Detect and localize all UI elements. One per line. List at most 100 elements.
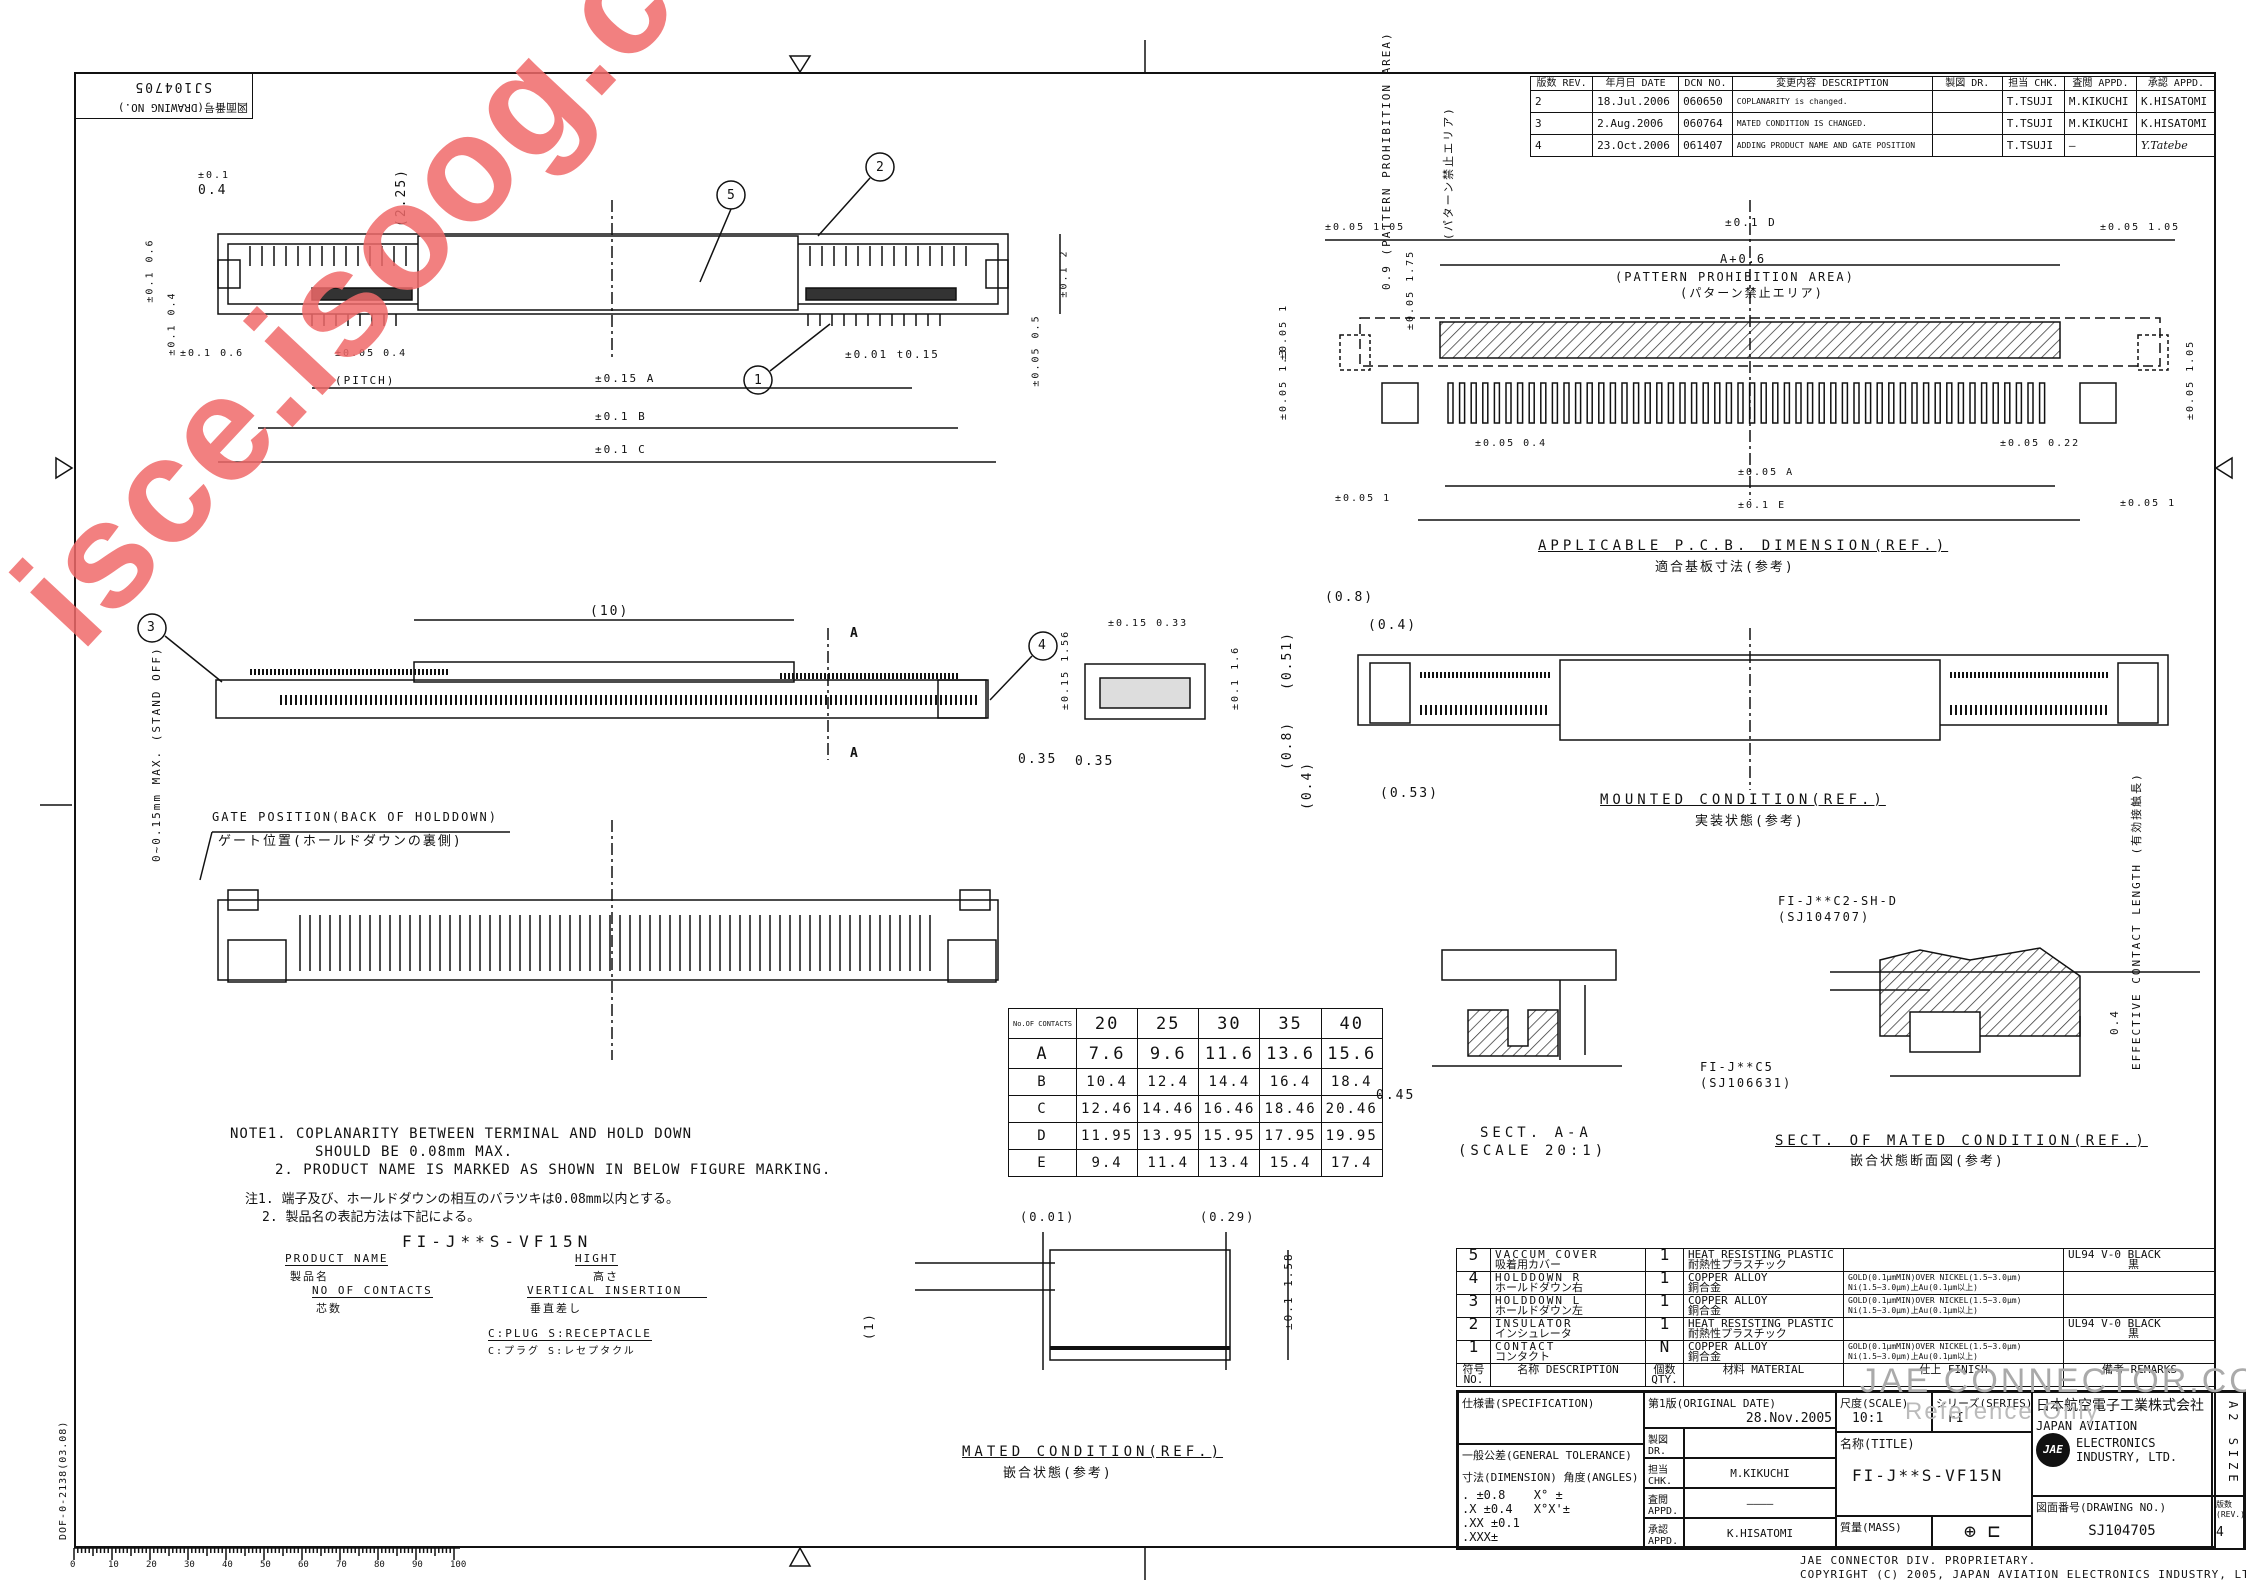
- dim-value: 13.4: [1198, 1149, 1261, 1177]
- size-cell: A2 SIZE: [2212, 1392, 2244, 1496]
- part-remarks-en: UL94 V-0 BLACK: [2068, 1317, 2161, 1330]
- dim: ±0.15 0.33: [1108, 618, 1189, 629]
- pcb-pad: [1853, 382, 1860, 424]
- chk: T.TSUJI: [2001, 134, 2065, 157]
- company-name-line3: INDUSTRY, LTD.: [2076, 1450, 2178, 1464]
- projection-symbol-icon: ⊕ ⊏: [1932, 1516, 2032, 1550]
- pcb-pad: [1737, 382, 1744, 424]
- dim: 0.45: [1376, 1088, 1416, 1103]
- reference-only-watermark: Reference Only: [1905, 1398, 2100, 1425]
- col-header: 20: [1076, 1008, 1139, 1039]
- ruler-label: 20: [146, 1560, 157, 1570]
- dcn-header: DCN NO.: [1678, 76, 1733, 91]
- company-name-line1: JAPAN AVIATION: [2036, 1419, 2138, 1433]
- dim-value: 11.6: [1198, 1038, 1261, 1069]
- col-header: 30: [1198, 1008, 1261, 1039]
- mated-caption-jp: 嵌合状態(参考): [1003, 1466, 1113, 1481]
- ruler-label: 40: [222, 1560, 233, 1570]
- dim: ±0.05 1: [2120, 498, 2177, 509]
- part-remarks: [2063, 1294, 2216, 1318]
- part-qty: 1: [1645, 1270, 1684, 1295]
- dcn: 060764: [1678, 112, 1733, 135]
- rev-label: 版数 (REV.): [2216, 1500, 2245, 1519]
- dim-value: 12.46: [1076, 1095, 1139, 1123]
- part-remarks-jp: 黒: [2128, 1258, 2139, 1271]
- type-label: C:PLUG S:RECEPTACLE: [488, 1327, 652, 1341]
- gate-position-label-jp: ゲート位置(ホールドダウンの裏側): [218, 834, 463, 849]
- chk: T.TSUJI: [2001, 90, 2065, 113]
- description: MATED CONDITION IS CHANGED.: [1731, 112, 1933, 135]
- dr: [1931, 90, 2003, 113]
- mated-condition-view: [915, 1232, 1289, 1370]
- dimension-label: 寸法(DIMENSION): [1462, 1471, 1557, 1484]
- balloon-3: 3: [147, 620, 157, 635]
- dim: ±0.05 0.4: [1475, 438, 1548, 449]
- dr: [1931, 134, 2003, 157]
- note-1: NOTE1. COPLANARITY BETWEEN TERMINAL AND …: [230, 1126, 693, 1142]
- form-code: DOF-0-2138(03.08): [58, 1420, 69, 1540]
- section-aa-scale: (SCALE 20:1): [1458, 1143, 1608, 1159]
- dim-e: ±0.1 E: [1738, 500, 1787, 511]
- part-desc-jp: ホールドダウン右: [1495, 1281, 1583, 1294]
- pcb-pad: [1482, 382, 1489, 424]
- pcb-pad: [1609, 382, 1617, 424]
- pcb-pad: [1447, 382, 1454, 424]
- pcb-pad: [1946, 382, 1953, 424]
- insertion-label: VERTICAL INSERTION: [527, 1284, 707, 1298]
- scale-label: 尺度(SCALE): [1840, 1397, 1909, 1410]
- dim: ±0.05 0.5: [1030, 314, 1042, 387]
- center-mark-right: [2214, 456, 2233, 480]
- dim: ±0.1 0.6: [144, 238, 156, 303]
- part-desc-jp: 吸着用カバー: [1495, 1258, 1561, 1271]
- col-header: 40: [1320, 1008, 1383, 1039]
- copyright-note: COPYRIGHT (C) 2005, JAPAN AVIATION ELECT…: [1800, 1568, 2246, 1581]
- dim-value: 19.95: [1320, 1122, 1383, 1150]
- dim: ±0.05 1.05: [2100, 222, 2181, 233]
- ruler-label: 30: [184, 1560, 195, 1570]
- pcb-pad: [1690, 382, 1698, 424]
- dcn: 060650: [1678, 90, 1733, 113]
- pcb-pad: [1841, 382, 1849, 424]
- dim: ±0.1 0.4: [166, 291, 178, 356]
- chk: T.TSUJI: [2001, 112, 2065, 135]
- title-block: 仕様書(SPECIFICATION) 一般公差(GENERAL TOLERANC…: [1456, 1390, 2246, 1550]
- part-desc-en: VACCUM COVER: [1495, 1248, 1599, 1261]
- dim-value: 15.4: [1259, 1149, 1322, 1177]
- part-finish-jp: Ni(1.5~3.0μm)上Au(0.1μm以上): [1848, 1306, 1978, 1315]
- chk-label: 担当 CHK.: [1644, 1458, 1684, 1488]
- dim: (0.4): [1300, 760, 1315, 810]
- dr-label: 製図 DR.: [1644, 1428, 1684, 1458]
- note-2: 2. PRODUCT NAME IS MARKED AS SHOWN IN BE…: [275, 1162, 832, 1178]
- ruler-label: 10: [108, 1560, 119, 1570]
- pitch-label: (PITCH): [335, 374, 396, 387]
- dim: (0.29): [1200, 1210, 1256, 1224]
- part-material-jp: 銅合金: [1688, 1304, 1721, 1317]
- dim: ±0.1: [198, 170, 231, 181]
- drawing-border: [74, 72, 2216, 1548]
- part-desc-en: CONTACT: [1495, 1340, 1556, 1353]
- ruler-label: 90: [412, 1560, 423, 1570]
- dim: (0.51): [1280, 631, 1295, 690]
- drawing-no-value: SJ104705: [2088, 1523, 2156, 1539]
- dr: [1931, 112, 2003, 135]
- dim: (0.01): [1020, 1210, 1076, 1224]
- dim: ±0.05 1.3: [1278, 347, 1289, 420]
- dim-value: 13.6: [1259, 1038, 1322, 1069]
- part-qty: 1: [1645, 1316, 1684, 1341]
- dim: (パターン禁止エリア): [1442, 106, 1455, 240]
- dim-a: ±0.15 A: [595, 372, 656, 385]
- drawing-number-label: 図面番号(DRAWING NO.): [117, 101, 248, 114]
- row-label: B: [1007, 1068, 1078, 1096]
- part-remarks: [2063, 1340, 2216, 1364]
- dim: ±0.1 1.58: [1282, 1252, 1295, 1330]
- pcb-pad: [1992, 382, 1999, 424]
- pcb-pad: [1505, 382, 1512, 424]
- angles-label: 角度(ANGLES): [1563, 1471, 1639, 1484]
- mounted-caption-jp: 実装状態(参考): [1695, 814, 1805, 829]
